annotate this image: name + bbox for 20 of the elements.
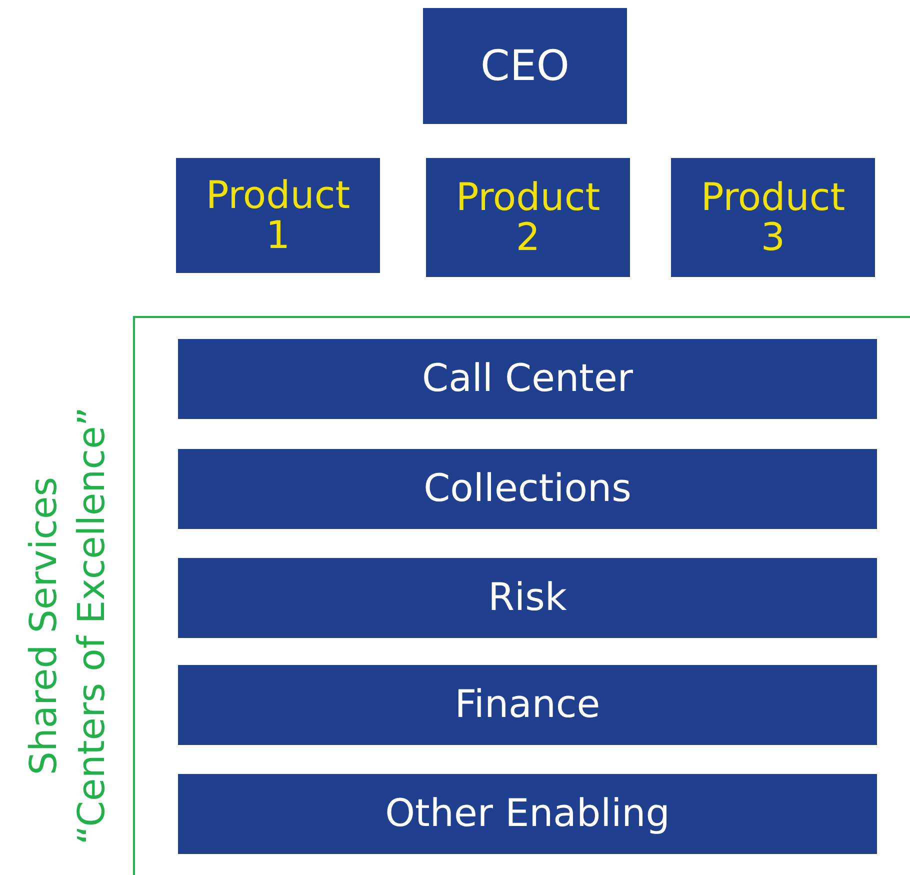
box-label: Product 2 [454, 178, 602, 258]
box-label: Finance [454, 685, 600, 725]
box-label: Product 3 [700, 178, 846, 258]
org-box [176, 158, 380, 273]
department-bar [178, 665, 877, 745]
department-bar [178, 558, 877, 638]
box-label: Call Center [422, 359, 633, 399]
group-heading: Shared Services [25, 476, 62, 775]
box-label: Product 1 [204, 176, 352, 256]
box-label: Other Enabling [385, 794, 670, 834]
box-label: Risk [488, 578, 567, 618]
org-box [423, 8, 627, 124]
department-bar [178, 774, 877, 854]
box-label: Collections [424, 469, 632, 509]
box-label: CEO [480, 44, 570, 88]
group-heading: “Centers of Excellence” [73, 407, 110, 845]
org-box [671, 158, 875, 277]
department-bar [178, 449, 877, 529]
department-bar [178, 339, 877, 419]
org-box [426, 158, 630, 277]
